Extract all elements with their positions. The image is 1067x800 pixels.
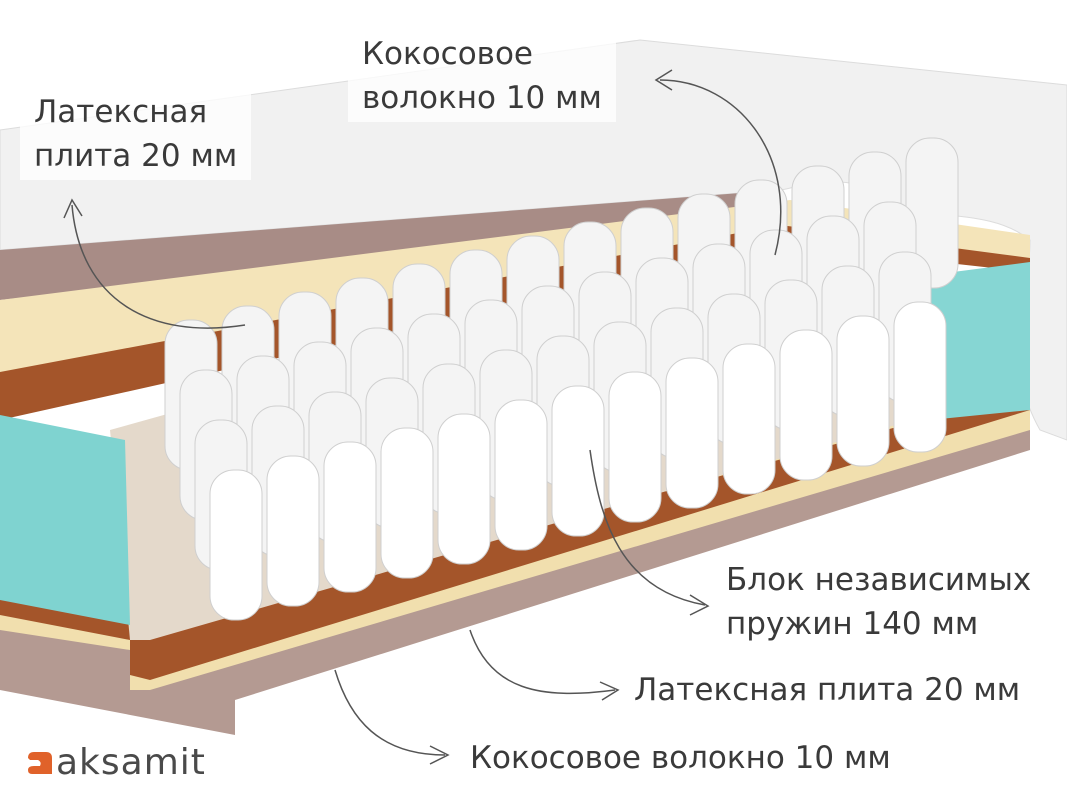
label-line: пружин 140 мм xyxy=(726,606,979,642)
spring-coil xyxy=(323,441,377,593)
callout-arrows xyxy=(63,69,782,765)
top-latex-layer xyxy=(0,200,1030,378)
spring-coil xyxy=(893,301,947,453)
label-line: плита 20 мм xyxy=(34,138,238,174)
spring-coil xyxy=(779,329,833,481)
spring-coil xyxy=(437,413,491,565)
label-line: Кокосовое xyxy=(362,36,533,72)
spring-coil xyxy=(209,469,263,621)
top-band xyxy=(0,190,790,300)
arrow-bottom-latex xyxy=(469,629,620,701)
spring-coil xyxy=(380,427,434,579)
left-foam-block xyxy=(0,415,130,625)
spring-coil xyxy=(266,455,320,607)
spring-coil xyxy=(836,315,890,467)
label-springs: Блок независимых пружин 140 мм xyxy=(726,558,1031,646)
label-top-latex: Латексная плита 20 мм xyxy=(20,88,252,180)
arrow-springs xyxy=(589,449,710,616)
label-line: волокно 10 мм xyxy=(362,80,602,116)
label-line: Латексная xyxy=(34,94,208,130)
spring-coil xyxy=(722,343,776,495)
right-foam-block xyxy=(930,262,1030,420)
label-bottom-coconut: Кокосовое волокно 10 мм xyxy=(470,740,891,776)
arrow-top-coconut xyxy=(654,69,782,256)
arrow-bottom-coconut xyxy=(334,669,450,765)
spring-coil xyxy=(551,385,605,537)
label-top-coconut: Кокосовое волокно 10 мм xyxy=(348,30,616,122)
arrow-top-latex xyxy=(63,198,246,329)
label-bottom-latex: Латексная плита 20 мм xyxy=(634,672,1021,708)
spring-coil xyxy=(608,371,662,523)
logo-text: aksamit xyxy=(56,742,206,783)
label-line: Блок независимых xyxy=(726,562,1032,598)
sofa-logo-icon xyxy=(28,751,52,774)
spring-coil xyxy=(494,399,548,551)
spring-coil xyxy=(665,357,719,509)
aksamit-logo: aksamit xyxy=(26,742,206,783)
